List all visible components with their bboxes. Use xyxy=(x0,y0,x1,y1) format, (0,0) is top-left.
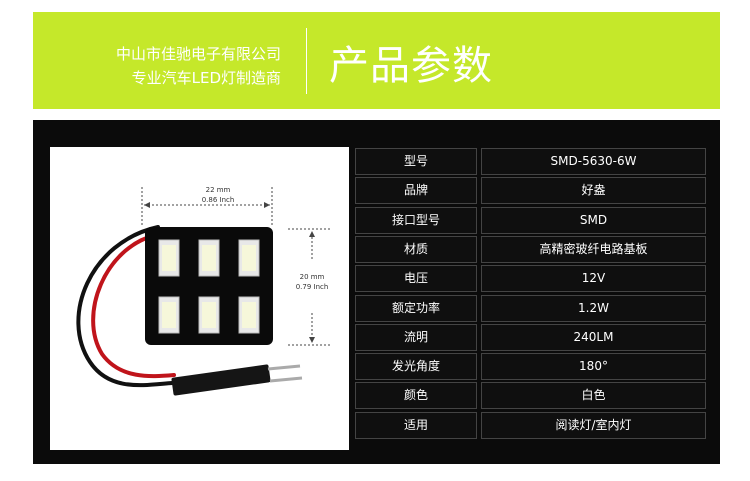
spec-value: 高精密玻纤电路基板 xyxy=(481,235,706,263)
company-tagline: 专业汽车LED灯制造商 xyxy=(131,69,281,87)
spec-label: 电压 xyxy=(355,265,477,293)
spec-label: 适用 xyxy=(355,411,477,439)
wires xyxy=(76,225,176,388)
spec-label: 接口型号 xyxy=(355,206,477,234)
header-divider xyxy=(306,28,307,94)
height-dimension: 20 mm 0.79 Inch xyxy=(288,228,332,346)
spec-value: 阅读灯/室内灯 xyxy=(481,411,706,439)
company-name: 中山市佳驰电子有限公司 xyxy=(115,45,281,63)
led-board-illustration: 22 mm 0.86 Inch 20 mm 0.79 Inch xyxy=(76,186,332,396)
spec-row: 品牌好盎 xyxy=(355,177,706,205)
spec-label: 发光角度 xyxy=(355,353,477,381)
spec-label: 流明 xyxy=(355,323,477,351)
product-photo: 22 mm 0.86 Inch 20 mm 0.79 Inch xyxy=(50,147,349,450)
header-banner: 中山市佳驰电子有限公司 专业汽车LED灯制造商 产品参数 xyxy=(33,12,720,109)
spec-row: 颜色白色 xyxy=(355,382,706,410)
spec-value: 180° xyxy=(481,353,706,381)
spec-label: 品牌 xyxy=(355,177,477,205)
width-dimension: 22 mm 0.86 Inch xyxy=(141,186,273,227)
spec-value: 白色 xyxy=(481,382,706,410)
connector-plug xyxy=(171,364,303,396)
company-info: 中山市佳驰电子有限公司 专业汽车LED灯制造商 xyxy=(33,42,281,90)
width-mm-label: 22 mm xyxy=(206,186,231,194)
product-panel: 22 mm 0.86 Inch 20 mm 0.79 Inch xyxy=(33,120,720,464)
spec-label: 型号 xyxy=(355,148,477,175)
spec-value: SMD xyxy=(481,206,706,234)
spec-label: 材质 xyxy=(355,235,477,263)
height-inch-label: 0.79 Inch xyxy=(296,283,329,291)
page-title: 产品参数 xyxy=(329,43,493,89)
spec-label: 额定功率 xyxy=(355,294,477,322)
width-inch-label: 0.86 Inch xyxy=(202,196,235,204)
spec-value: 1.2W xyxy=(481,294,706,322)
led-chips xyxy=(158,239,260,334)
spec-value: SMD-5630-6W xyxy=(481,148,706,175)
spec-value: 240LM xyxy=(481,323,706,351)
spec-value: 好盎 xyxy=(481,177,706,205)
spec-value: 12V xyxy=(481,265,706,293)
spec-label: 颜色 xyxy=(355,382,477,410)
spec-row: 适用阅读灯/室内灯 xyxy=(355,411,706,439)
spec-row: 材质高精密玻纤电路基板 xyxy=(355,235,706,263)
height-mm-label: 20 mm xyxy=(300,273,325,281)
